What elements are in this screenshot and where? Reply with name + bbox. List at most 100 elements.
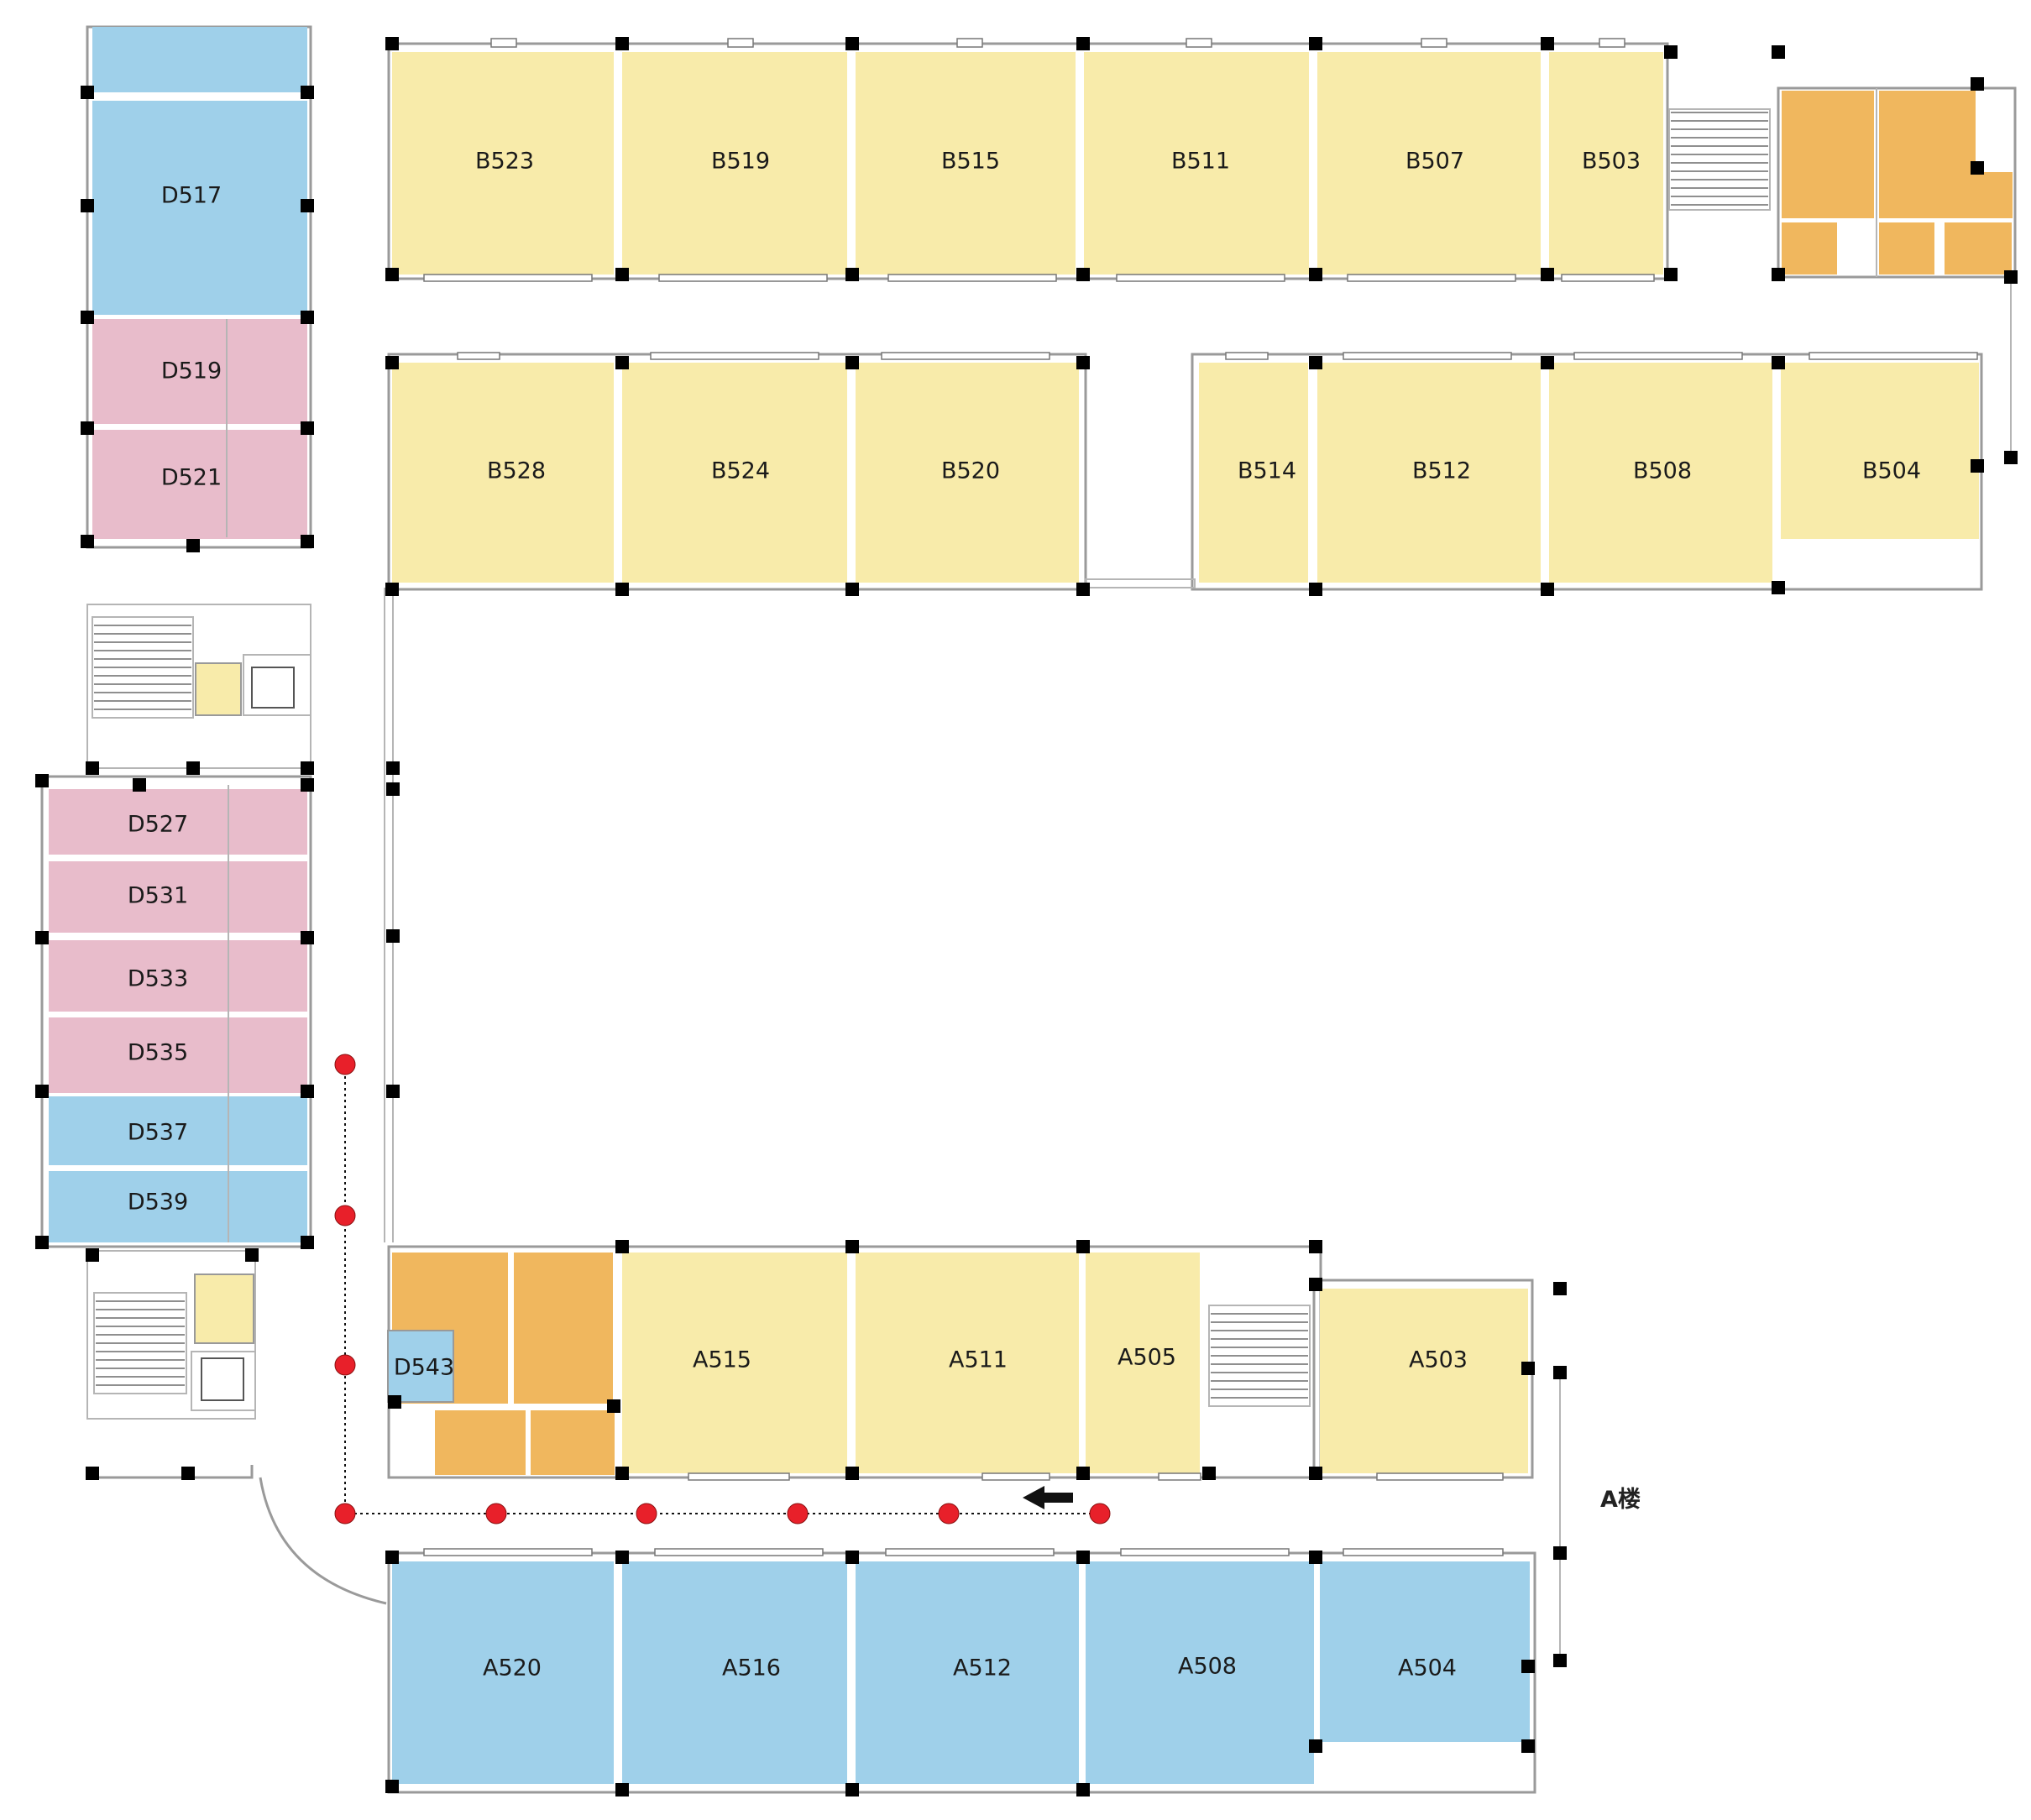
d-upper-wing: D517 D519 D521 [86,25,312,549]
column-block [388,1395,401,1409]
room-b508[interactable] [1549,363,1772,583]
column-block [1309,1739,1322,1753]
room-d543[interactable] [387,1330,454,1403]
room-a503[interactable] [1320,1289,1528,1473]
room-a520[interactable] [392,1561,614,1784]
stairs-icon [92,616,194,719]
room-b515[interactable] [856,52,1076,275]
column-block [615,1240,629,1253]
column-block [1076,1551,1090,1564]
column-block [607,1399,620,1413]
room-d533[interactable] [49,940,307,1012]
orange-room-d[interactable] [531,1410,615,1475]
orange-room-6[interactable] [1945,222,2012,275]
room-a504[interactable] [1320,1561,1530,1742]
room-d537[interactable] [49,1096,307,1165]
room-d517[interactable] [92,101,307,315]
room-a508[interactable] [1086,1561,1314,1784]
utility-room-upper [195,662,242,716]
orange-room-4[interactable] [1782,222,1837,275]
room-d535[interactable] [49,1017,307,1093]
column-block [81,535,94,548]
route [334,1054,1111,1525]
orange-room-2[interactable] [1879,91,1976,218]
column-block [845,37,859,50]
room-b528[interactable] [392,363,614,583]
column-block [1309,1240,1322,1253]
column-block [301,535,314,548]
room-b511[interactable] [1084,52,1309,275]
room-a515[interactable] [622,1253,847,1473]
label-d519: D519 [161,358,222,384]
column-block [1772,356,1785,369]
label-a508: A508 [1178,1654,1237,1680]
room-d539[interactable] [49,1171,307,1242]
room-b504[interactable] [1781,363,1979,539]
label-b524: B524 [711,458,770,484]
column-block [615,37,629,50]
room-b519[interactable] [622,52,847,275]
label-b523: B523 [475,149,534,175]
column-block [81,311,94,324]
route-dot-icon [636,1503,657,1525]
room-d521[interactable] [92,430,307,539]
label-a504: A504 [1398,1655,1457,1681]
orange-room-c[interactable] [435,1410,526,1475]
column-block [81,86,94,99]
column-block [81,199,94,212]
column-block [2004,270,2018,284]
label-b504: B504 [1862,458,1921,484]
label-b512: B512 [1412,458,1471,484]
room-b503[interactable] [1549,52,1663,275]
column-block [301,199,314,212]
column-block [1553,1546,1567,1560]
column-block [1541,356,1554,369]
room-d527[interactable] [49,789,307,855]
orange-room-b[interactable] [514,1253,613,1404]
room-a511[interactable] [856,1253,1079,1473]
column-block [1553,1282,1567,1295]
column-block [1772,581,1785,594]
column-block [1076,1783,1090,1796]
b-middle-wing: B528 B524 B520 B514 B512 B508 B504 [387,352,1983,591]
room-a512[interactable] [856,1561,1079,1784]
room-d519[interactable] [92,319,307,424]
room-b507[interactable] [1317,52,1541,275]
column-block [1664,45,1678,59]
label-b514: B514 [1238,458,1296,484]
column-block [386,761,400,775]
structural-columns [35,37,2018,1796]
column-block [615,268,629,281]
column-block [385,1551,399,1564]
orange-room-1[interactable] [1782,91,1874,218]
room-b520[interactable] [856,363,1079,583]
column-block [86,761,99,775]
orange-rooms-top-right [1777,86,2017,279]
label-d539: D539 [128,1190,188,1216]
room-a516[interactable] [622,1561,847,1784]
column-block [81,421,94,435]
room-a505[interactable] [1086,1253,1200,1473]
column-block [615,1783,629,1796]
column-block [845,268,859,281]
column-block [86,1248,99,1262]
room-b512[interactable] [1317,363,1541,583]
label-b520: B520 [941,458,1000,484]
label-d543: D543 [394,1355,454,1381]
stairs-icon [1668,108,1771,211]
route-dot-icon [787,1503,809,1525]
room-d531[interactable] [49,861,307,933]
column-block [35,774,49,787]
room-b523[interactable] [392,52,614,275]
label-b508: B508 [1633,458,1692,484]
route-dot-icon [1089,1503,1111,1525]
orange-room-3[interactable] [1976,172,2013,218]
route-dot-icon [334,1503,356,1525]
column-block [615,583,629,596]
label-a505: A505 [1118,1345,1176,1371]
orange-room-5[interactable] [1879,222,1934,275]
label-d533: D533 [128,966,188,992]
room-b514[interactable] [1199,363,1308,583]
room-d-top[interactable] [92,27,307,92]
room-b524[interactable] [622,363,847,583]
